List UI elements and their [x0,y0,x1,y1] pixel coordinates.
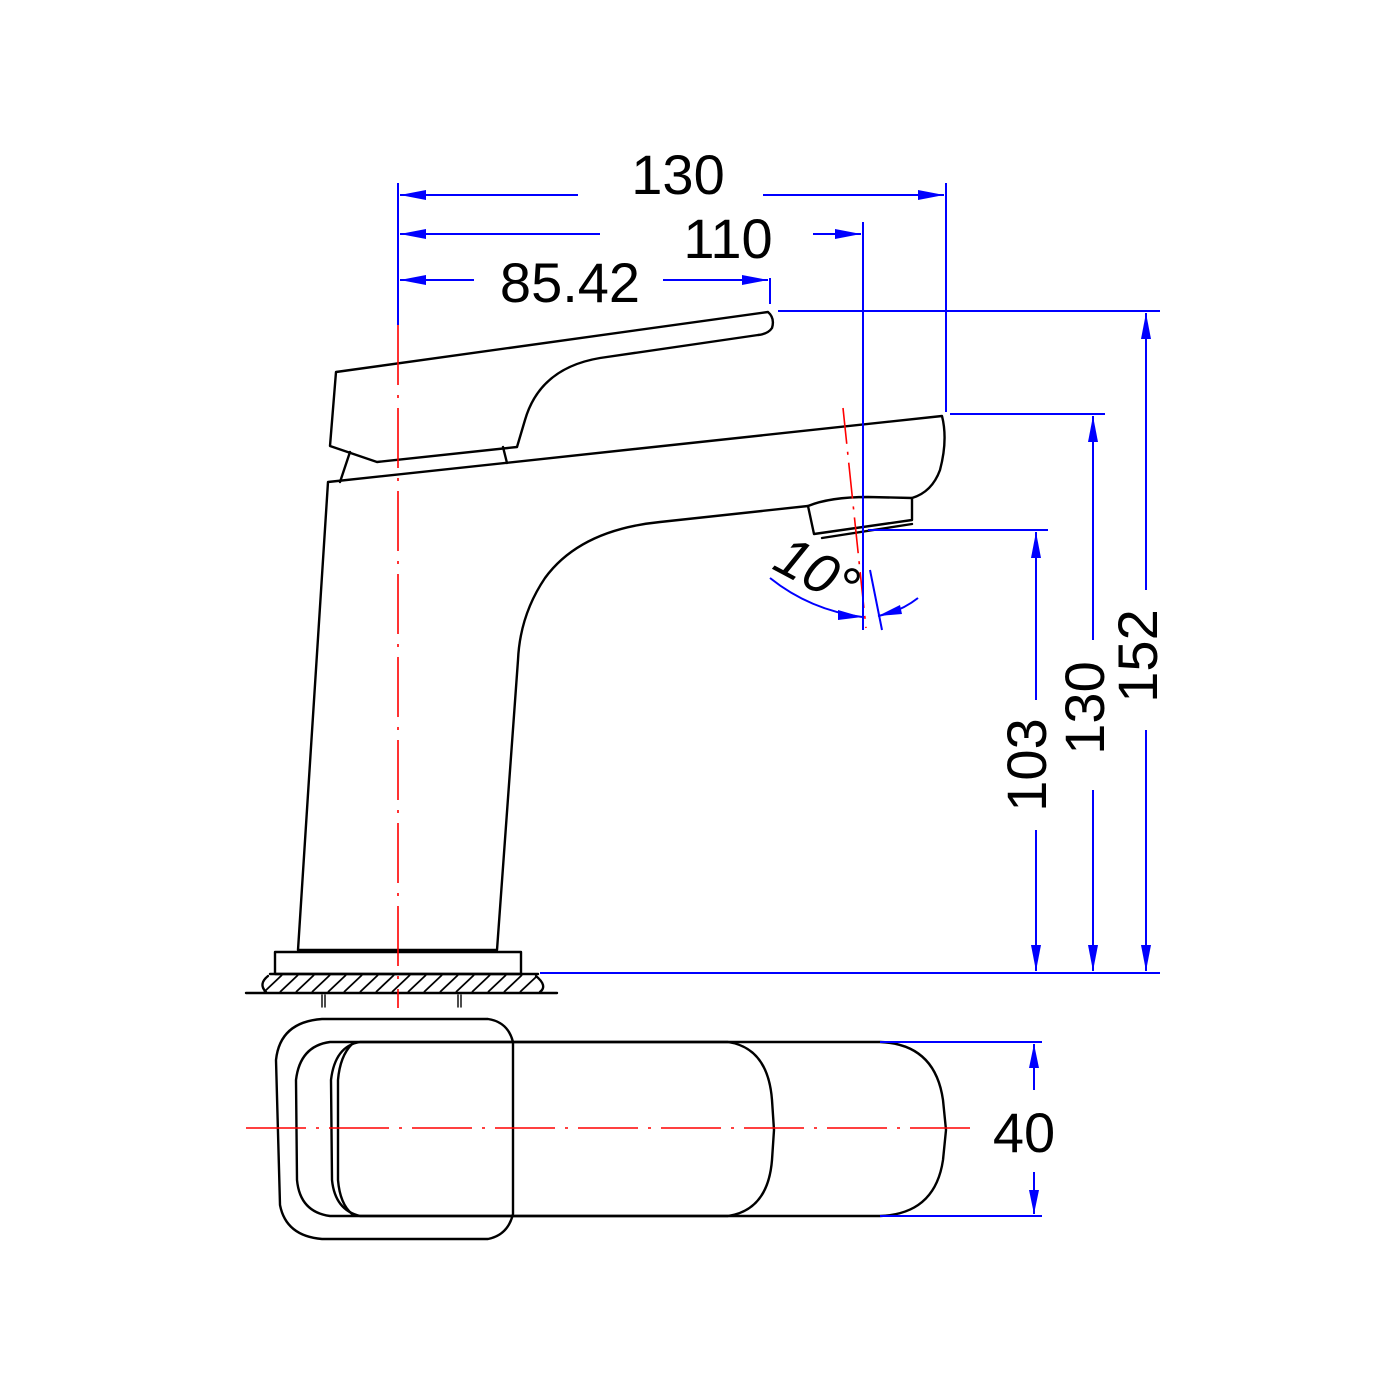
spout-aerator [806,496,914,536]
dim-spout-height: 130 [1053,416,1116,971]
dim-label-110: 110 [683,207,772,270]
counter-surface [244,972,559,1008]
vertical-dimensions: 103 130 152 [540,310,1169,974]
base-escutcheon-outline [274,1017,515,1241]
lever-top-inner [336,1042,354,1216]
dim-outlet-angle: 10° [765,523,919,631]
dim-label-103: 103 [995,718,1058,811]
dim-outlet-height: 103 [995,532,1058,971]
aerator-underline [820,522,914,540]
side-view [244,310,946,1008]
body-top-outline [294,1040,948,1218]
dim-body-width: 40 [880,1041,1055,1217]
dim-overall-height: 152 [1106,313,1169,971]
dim-label-10-degrees: 10° [765,523,869,618]
spout-body [296,414,946,952]
dim-label-130: 130 [631,143,724,206]
dim-label-85-42: 85.42 [500,251,640,314]
dim-label-152: 152 [1106,609,1169,702]
horizontal-dimensions: 130 110 85.42 [397,143,947,630]
dim-handle-reach: 85.42 [400,251,768,314]
dim-spout-reach: 110 [400,207,861,270]
dim-label-130-height: 130 [1053,661,1116,754]
dim-overall-length: 130 [400,143,944,206]
top-view [246,1017,975,1241]
lever-handle [328,310,775,464]
lever-top-outline [329,1040,776,1218]
dim-label-40: 40 [993,1101,1055,1164]
lever-hinge [338,445,509,484]
